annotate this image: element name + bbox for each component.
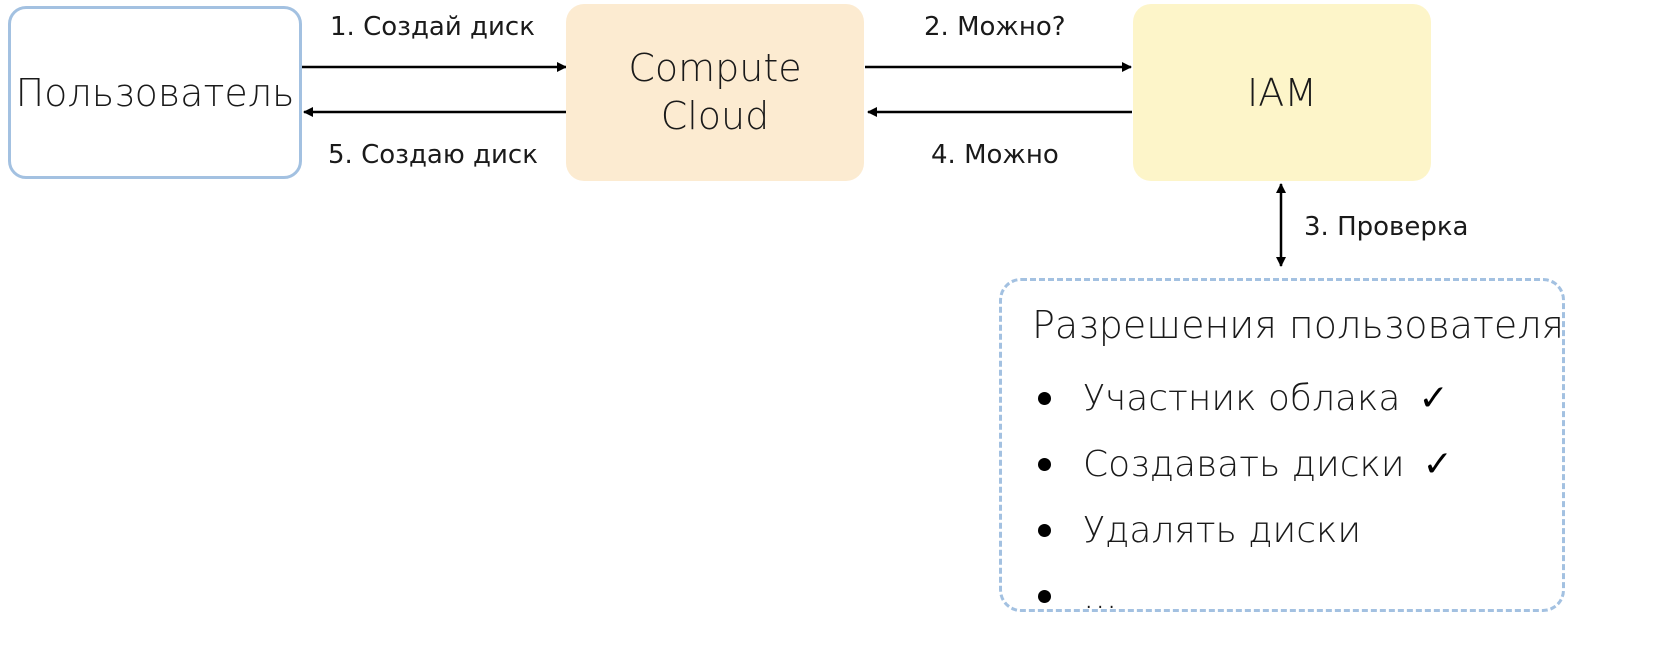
bullet-icon [1038, 523, 1051, 537]
permissions-box: Разрешения пользователя Участник облака … [999, 278, 1565, 617]
permission-label: Удалять диски [1083, 509, 1362, 551]
iam-node-label: IAM [1247, 70, 1317, 115]
check-icon: ✓ [1418, 377, 1449, 419]
iam-node: IAM [1133, 4, 1431, 181]
permission-item: Удалять диски [1032, 497, 1562, 563]
label-step4: 4. Можно [931, 140, 1059, 170]
permission-item: Участник облака ✓ [1032, 365, 1562, 431]
compute-cloud-node: Compute Cloud [566, 4, 864, 181]
permission-item: Создавать диски ✓ [1032, 431, 1562, 497]
label-step3: 3. Проверка [1304, 212, 1469, 242]
label-step2: 2. Можно? [924, 12, 1066, 42]
bullet-icon [1038, 589, 1051, 603]
permission-item: ... [1032, 563, 1562, 629]
bullet-icon [1038, 457, 1051, 471]
check-icon: ✓ [1422, 443, 1453, 485]
permission-label: Участник облака [1083, 377, 1401, 419]
permission-label: Создавать диски [1083, 443, 1405, 485]
permission-label: ... [1083, 575, 1118, 617]
bullet-icon [1038, 391, 1051, 405]
permissions-title: Разрешения пользователя [1032, 303, 1565, 347]
label-step1: 1. Создай диск [330, 12, 535, 42]
user-node-label: Пользователь [15, 70, 295, 115]
label-step5: 5. Создаю диск [328, 140, 538, 170]
user-node: Пользователь [8, 6, 302, 179]
compute-cloud-node-label: Compute Cloud [628, 46, 802, 138]
